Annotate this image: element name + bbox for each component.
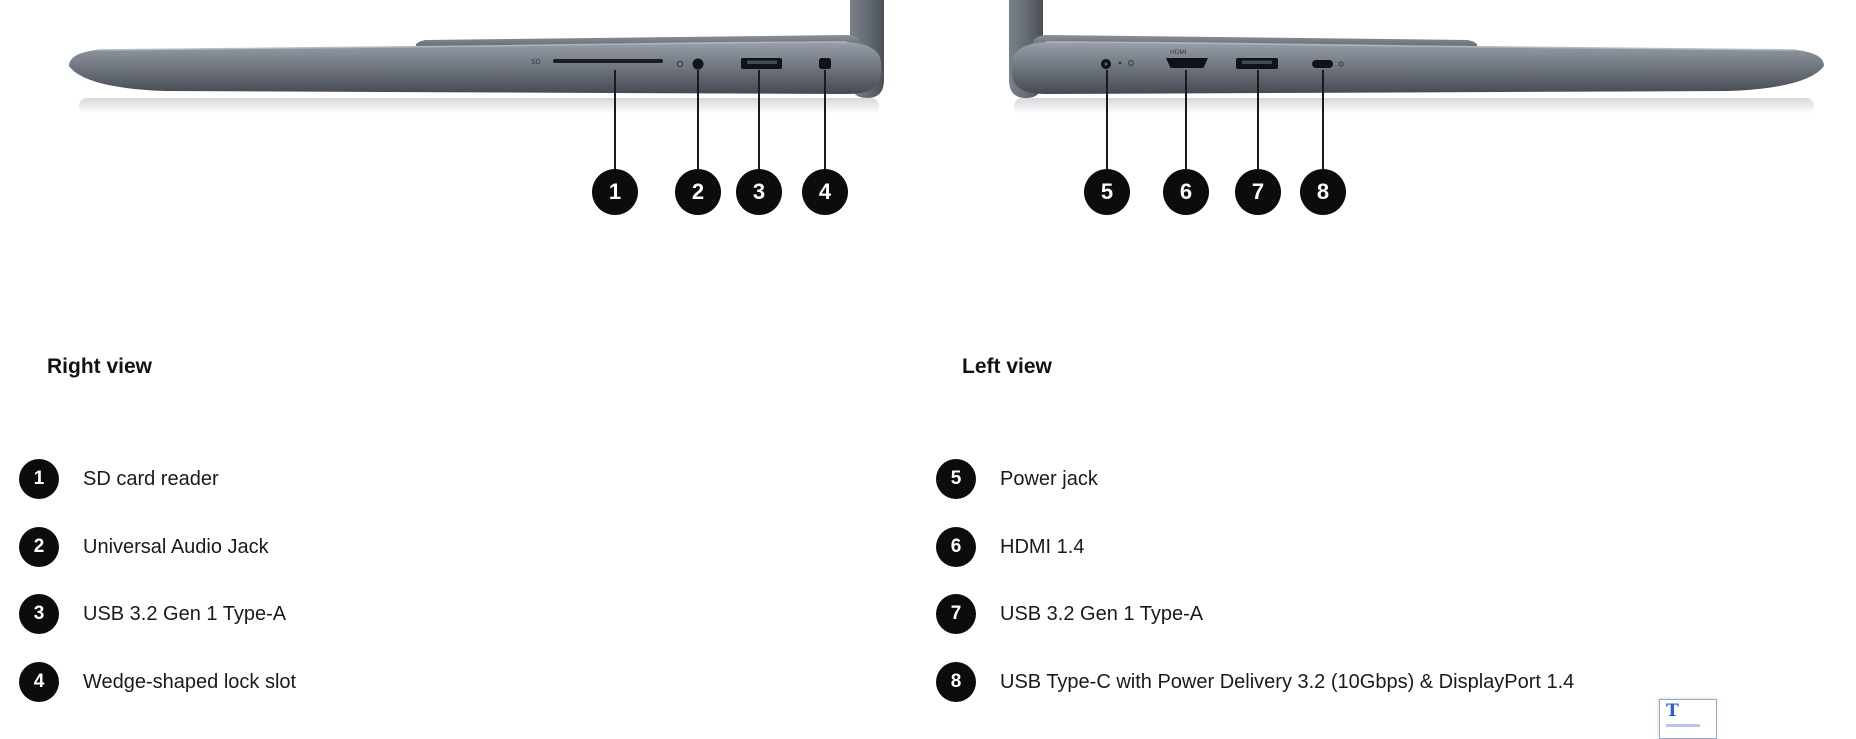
leader-line-2 — [697, 70, 699, 172]
callout-bubble-5: 5 — [1084, 169, 1130, 215]
hdmi-port — [1166, 58, 1208, 68]
corner-popup[interactable]: T — [1659, 699, 1717, 739]
leader-line-6 — [1185, 70, 1187, 172]
corner-popup-text: T — [1666, 701, 1679, 721]
sd-card-slot — [553, 59, 663, 63]
battery-led-glyph — [1128, 60, 1134, 66]
port-label-7: USB 3.2 Gen 1 Type-A — [1000, 602, 1204, 625]
hdmi-marking: HDMI — [1170, 49, 1187, 56]
leader-line-1 — [614, 70, 616, 172]
right-view-heading: Right view — [47, 355, 153, 378]
leader-line-4 — [824, 70, 826, 172]
port-list-item-5: 5 Power jack — [936, 459, 1098, 499]
port-label-5: Power jack — [1000, 467, 1098, 490]
port-number-badge-2: 2 — [19, 527, 59, 567]
leader-line-7 — [1257, 70, 1259, 172]
laptop-right-view-illustration: SD — [69, 0, 884, 114]
port-number-badge-8: 8 — [936, 662, 976, 702]
port-label-3: USB 3.2 Gen 1 Type-A — [83, 602, 287, 625]
port-number-badge-6: 6 — [936, 527, 976, 567]
laptop-shadow — [79, 98, 879, 114]
left-view-heading: Left view — [962, 355, 1052, 378]
callout-bubble-8: 8 — [1300, 169, 1346, 215]
lock-slot — [819, 58, 831, 69]
port-label-6: HDMI 1.4 — [1000, 535, 1085, 558]
power-led-glyph — [1118, 61, 1122, 65]
port-number-badge-4: 4 — [19, 662, 59, 702]
port-number-badge-5: 5 — [936, 459, 976, 499]
port-list-item-6: 6 HDMI 1.4 — [936, 527, 1084, 567]
port-list-item-1: 1 SD card reader — [19, 459, 219, 499]
callout-bubble-3: 3 — [736, 169, 782, 215]
callout-bubble-1: 1 — [592, 169, 638, 215]
sd-marking: SD — [531, 59, 541, 66]
port-list-item-3: 3 USB 3.2 Gen 1 Type-A — [19, 594, 286, 634]
laptop-left-body — [1009, 0, 1824, 114]
callout-bubble-7: 7 — [1235, 169, 1281, 215]
laptop-base — [1012, 42, 1824, 94]
callout-bubble-4: 4 — [802, 169, 848, 215]
callout-bubble-2: 2 — [675, 169, 721, 215]
port-label-8: USB Type-C with Power Delivery 3.2 (10Gb… — [1000, 670, 1575, 693]
port-list-item-8: 8 USB Type-C with Power Delivery 3.2 (10… — [936, 662, 1574, 702]
laptop-base-highlight — [96, 41, 848, 51]
port-label-4: Wedge-shaped lock slot — [83, 670, 297, 693]
power-jack-pin — [1104, 62, 1108, 66]
laptop-shadow — [1014, 98, 1814, 114]
audio-jack-port — [692, 58, 704, 70]
laptop-left-view-illustration: HDMI — [1009, 0, 1824, 114]
port-list-item-2: 2 Universal Audio Jack — [19, 527, 269, 567]
port-number-badge-3: 3 — [19, 594, 59, 634]
port-list-item-7: 7 USB 3.2 Gen 1 Type-A — [936, 594, 1203, 634]
port-number-badge-7: 7 — [936, 594, 976, 634]
leader-line-8 — [1322, 70, 1324, 172]
corner-popup-decoration — [1666, 724, 1700, 727]
usb-c-port — [1312, 60, 1333, 68]
usb-a-tongue-left — [1242, 60, 1272, 64]
leader-line-5 — [1106, 70, 1108, 172]
callout-bubble-6: 6 — [1163, 169, 1209, 215]
port-list-item-4: 4 Wedge-shaped lock slot — [19, 662, 296, 702]
port-label-1: SD card reader — [83, 467, 219, 490]
port-label-2: Universal Audio Jack — [83, 535, 269, 558]
laptop-base — [69, 42, 881, 94]
port-number-badge-1: 1 — [19, 459, 59, 499]
leader-line-3 — [758, 70, 760, 172]
headset-glyph — [676, 60, 684, 68]
displayport-glyph — [1338, 61, 1344, 67]
laptop-base-highlight — [1045, 41, 1797, 51]
usb-a-tongue-right — [747, 60, 777, 64]
